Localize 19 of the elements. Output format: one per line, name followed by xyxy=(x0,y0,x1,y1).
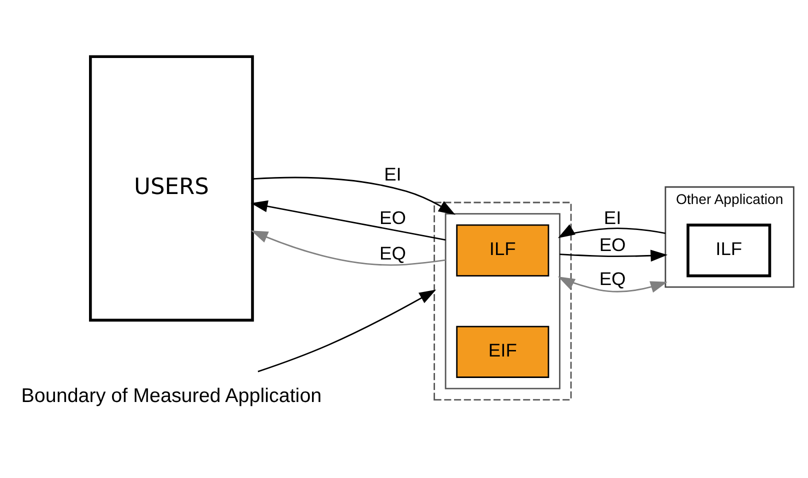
edge-label: EO xyxy=(599,233,626,254)
node-text: Boundary of Measured Application xyxy=(21,384,322,407)
arrow xyxy=(258,289,436,372)
arrow xyxy=(252,176,456,214)
arrow xyxy=(558,224,666,238)
arrow xyxy=(250,230,446,266)
arrow xyxy=(560,249,668,262)
node-box: ILF xyxy=(686,223,772,277)
cluster xyxy=(444,212,560,389)
arrow xyxy=(558,276,668,292)
edge-label: EI xyxy=(384,163,402,184)
node-box: USERS xyxy=(89,54,254,322)
node-box: ILF xyxy=(456,224,550,276)
edge-label: EO xyxy=(379,206,406,228)
arrow xyxy=(250,200,446,240)
edge-label: EQ xyxy=(379,242,406,263)
edge-label: EQ xyxy=(599,267,626,288)
edge-label: EI xyxy=(604,206,622,228)
node-box: EIF xyxy=(456,325,550,378)
